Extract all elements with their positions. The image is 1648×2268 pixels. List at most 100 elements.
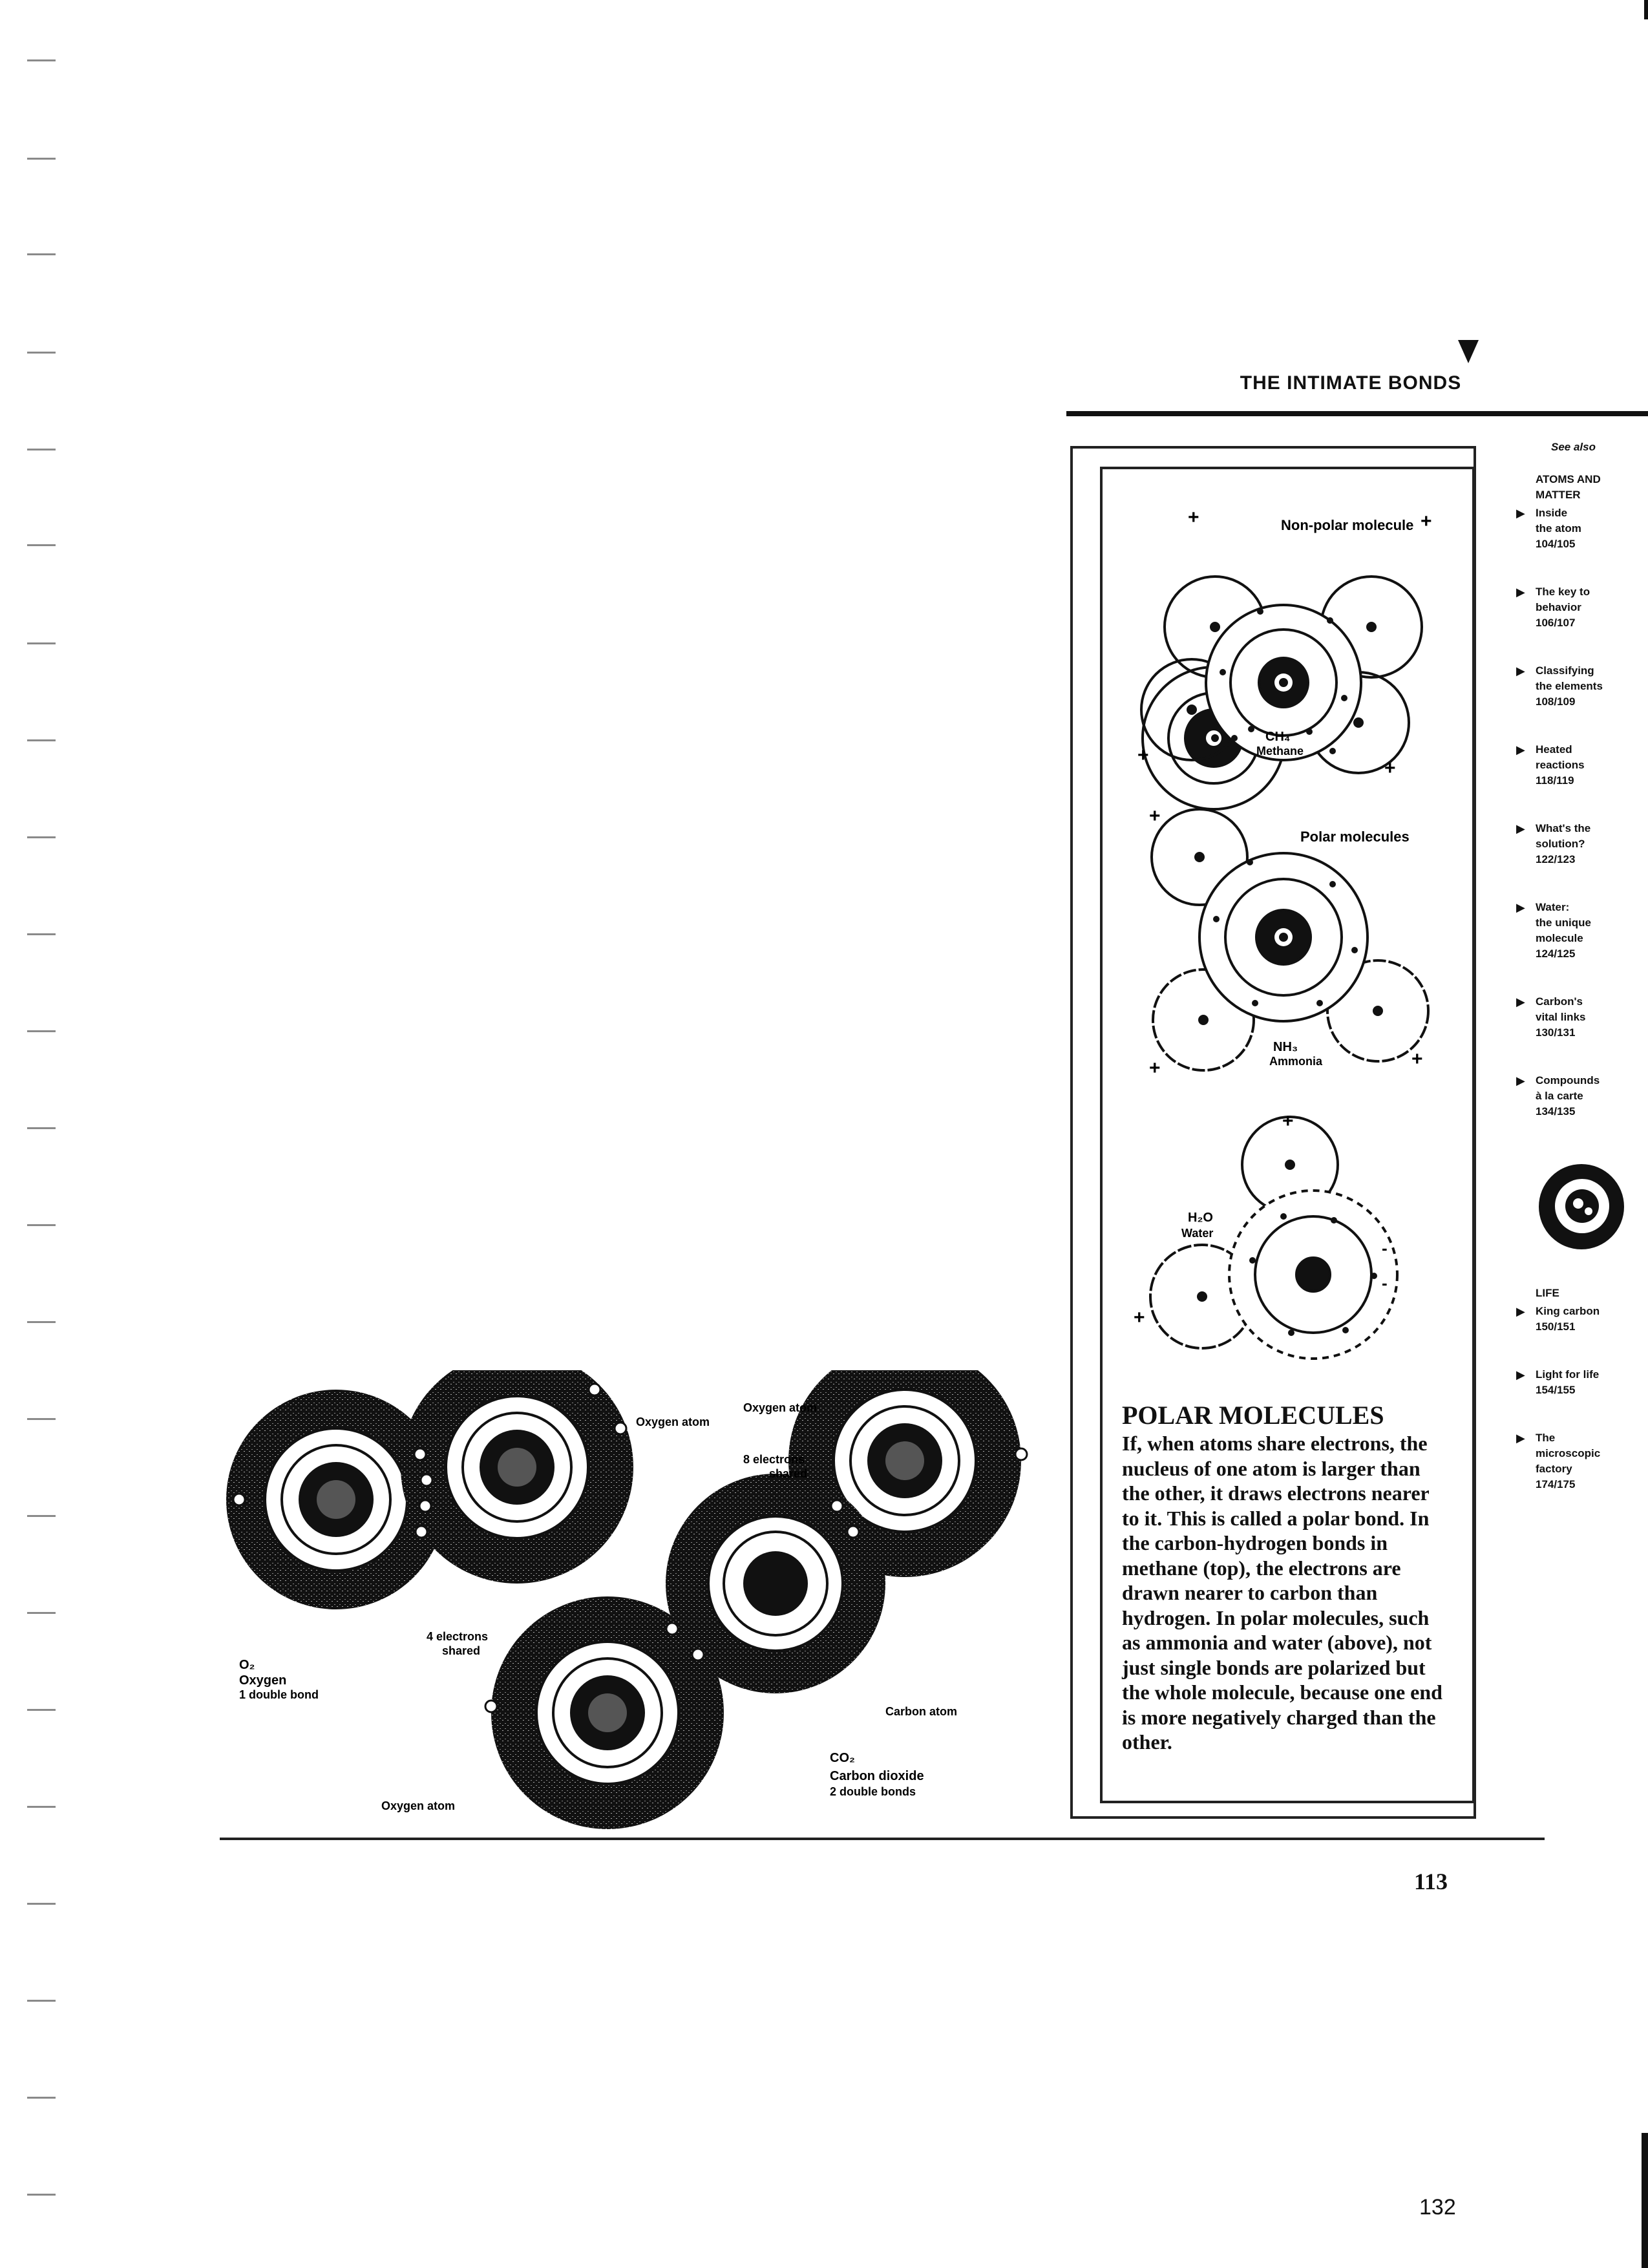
methane-formula: CH₄ [1265, 730, 1290, 744]
svg-text:+: + [1421, 511, 1432, 532]
see-also-link-text: 106/107 [1536, 617, 1576, 629]
see-also-link[interactable]: ▶ Carbon's vital links 130/131 [1516, 994, 1648, 1041]
sidebar-section-atoms: ATOMS AND MATTER [1536, 473, 1601, 501]
plus-sign: + [1188, 507, 1199, 528]
polar-molecule-diagrams: Non-polar molecule + + + + CH₄ Methane P… [1134, 507, 1432, 1360]
life-section-badge-icon [1539, 1164, 1624, 1249]
see-also-link-text: The key to [1536, 586, 1590, 598]
svg-text:+: + [1384, 758, 1396, 779]
water-atoms [1149, 1116, 1399, 1360]
see-also-link-text: The [1536, 1432, 1556, 1444]
pointer-arrow-icon: ▶ [1516, 1305, 1525, 1318]
see-also-link[interactable]: ▶ Light for life 154/155 [1516, 1367, 1648, 1398]
see-also-link[interactable]: ▶ What's the solution? 122/123 [1516, 821, 1648, 867]
see-also-link-text: Heated [1536, 743, 1572, 756]
see-also-link[interactable]: ▶ The microscopic factory 174/175 [1516, 1430, 1648, 1492]
co2-formula: CO₂ [830, 1751, 855, 1765]
scan-page-number: 132 [1419, 2195, 1456, 2220]
polar-molecules-body: If, when atoms share electrons, the nucl… [1122, 1432, 1442, 1754]
see-also-link-text: 154/155 [1536, 1384, 1576, 1396]
nonpolar-label: Non-polar molecule [1281, 517, 1413, 533]
section-arrow-icon [1458, 340, 1479, 363]
see-also-link-text: 122/123 [1536, 853, 1576, 865]
scan-edge-bottom [1642, 2133, 1648, 2268]
oxygen-atom-label-top: Oxygen atom [743, 1401, 817, 1414]
panel-inner-frame [1100, 467, 1475, 1803]
co2-name: Carbon dioxide [830, 1769, 924, 1783]
svg-text:+: + [1149, 805, 1161, 827]
header-rule [1066, 411, 1648, 416]
see-also-link-text: King carbon [1536, 1305, 1600, 1317]
scan-edge-top [1644, 0, 1648, 19]
page-base-rule [220, 1838, 1545, 1840]
see-also-link[interactable]: ▶ Classifying the elements 108/109 [1516, 663, 1648, 710]
pointer-arrow-icon: ▶ [1516, 507, 1525, 520]
carbon-atom-label: Carbon atom [885, 1705, 957, 1718]
see-also-link-text: solution? [1536, 838, 1585, 850]
electrons-8-label-1: 8 electrons [743, 1453, 805, 1466]
electrons-4-label-1: 4 electrons [427, 1630, 488, 1643]
o2-molecule [226, 1370, 633, 1609]
ammonia-atoms [1150, 808, 1430, 1072]
pointer-arrow-icon: ▶ [1516, 1432, 1525, 1445]
see-also-link[interactable]: ▶ The key to behavior 106/107 [1516, 584, 1648, 631]
electrons-8-label-2: shared [769, 1467, 807, 1480]
see-also-link-text: the atom [1536, 522, 1581, 535]
sidebar-section-life: LIFE [1536, 1287, 1559, 1299]
oxygen-atom-label-1: Oxygen atom [636, 1415, 710, 1428]
see-also-link-text: microscopic [1536, 1447, 1601, 1459]
minus-sign: - [1382, 1238, 1388, 1258]
see-also-link-text: 124/125 [1536, 948, 1576, 960]
see-also-link-text: the unique [1536, 917, 1591, 929]
methane-name: Methane [1256, 745, 1304, 758]
oxygen-carbon-dioxide-figure: Oxygen atom Oxygen atom 8 electrons shar… [226, 1370, 1028, 1829]
see-also-link-text: What's the [1536, 822, 1591, 834]
see-also-link-text: 130/131 [1536, 1026, 1576, 1039]
see-also-link[interactable]: ▶ Inside the atom 104/105 [1516, 505, 1648, 552]
pointer-arrow-icon: ▶ [1516, 822, 1525, 835]
see-also-sidebar: See also ATOMS AND MATTER ▶ Inside the ato… [1516, 440, 1648, 1525]
see-also-link-text: 174/175 [1536, 1478, 1576, 1490]
panel-outer-frame [1070, 446, 1476, 1819]
see-also-link-text: 134/135 [1536, 1105, 1576, 1118]
svg-text:+: + [1411, 1048, 1423, 1070]
water-formula: H₂O [1188, 1211, 1213, 1225]
pointer-arrow-icon: ▶ [1516, 586, 1525, 599]
see-also-link-text: Classifying [1536, 664, 1594, 677]
page-number: 113 [1414, 1869, 1448, 1894]
pointer-arrow-icon: ▶ [1516, 1074, 1525, 1087]
see-also-link-text: à la carte [1536, 1090, 1583, 1102]
see-also-link-text: factory [1536, 1463, 1572, 1475]
see-also-link-text: molecule [1536, 932, 1583, 944]
pointer-arrow-icon: ▶ [1516, 743, 1525, 756]
o2-name: Oxygen [239, 1673, 286, 1688]
see-also-link-text: Carbon's [1536, 995, 1583, 1008]
svg-text:+: + [1137, 745, 1149, 766]
ammonia-formula: NH₃ [1273, 1040, 1298, 1054]
see-also-link-text: Inside [1536, 507, 1568, 519]
see-also-label: See also [1551, 441, 1596, 453]
see-also-link-text: behavior [1536, 601, 1581, 613]
water-name: Water [1181, 1227, 1213, 1240]
pointer-arrow-icon: ▶ [1516, 1368, 1525, 1381]
see-also-link-text: Light for life [1536, 1368, 1600, 1381]
o2-formula: O₂ [239, 1658, 255, 1672]
section-title: THE INTIMATE BONDS [1240, 372, 1462, 394]
see-also-link-text: the elements [1536, 680, 1603, 692]
see-also-link-text: Water: [1536, 901, 1570, 913]
pointer-arrow-icon: ▶ [1516, 901, 1525, 914]
see-also-link[interactable]: ▶ Water: the unique molecule 124/125 [1516, 900, 1648, 962]
svg-text:-: - [1382, 1273, 1388, 1293]
oxygen-atom-label-bottom: Oxygen atom [381, 1799, 455, 1812]
see-also-link-text: 104/105 [1536, 538, 1576, 550]
pointer-arrow-icon: ▶ [1516, 995, 1525, 1008]
co2-bonds: 2 double bonds [830, 1785, 916, 1798]
see-also-link-text: vital links [1536, 1011, 1586, 1023]
see-also-link-text: 118/119 [1536, 774, 1574, 787]
see-also-link-text: 108/109 [1536, 695, 1576, 708]
electrons-4-label-2: shared [442, 1644, 480, 1657]
pointer-arrow-icon: ▶ [1516, 664, 1525, 677]
